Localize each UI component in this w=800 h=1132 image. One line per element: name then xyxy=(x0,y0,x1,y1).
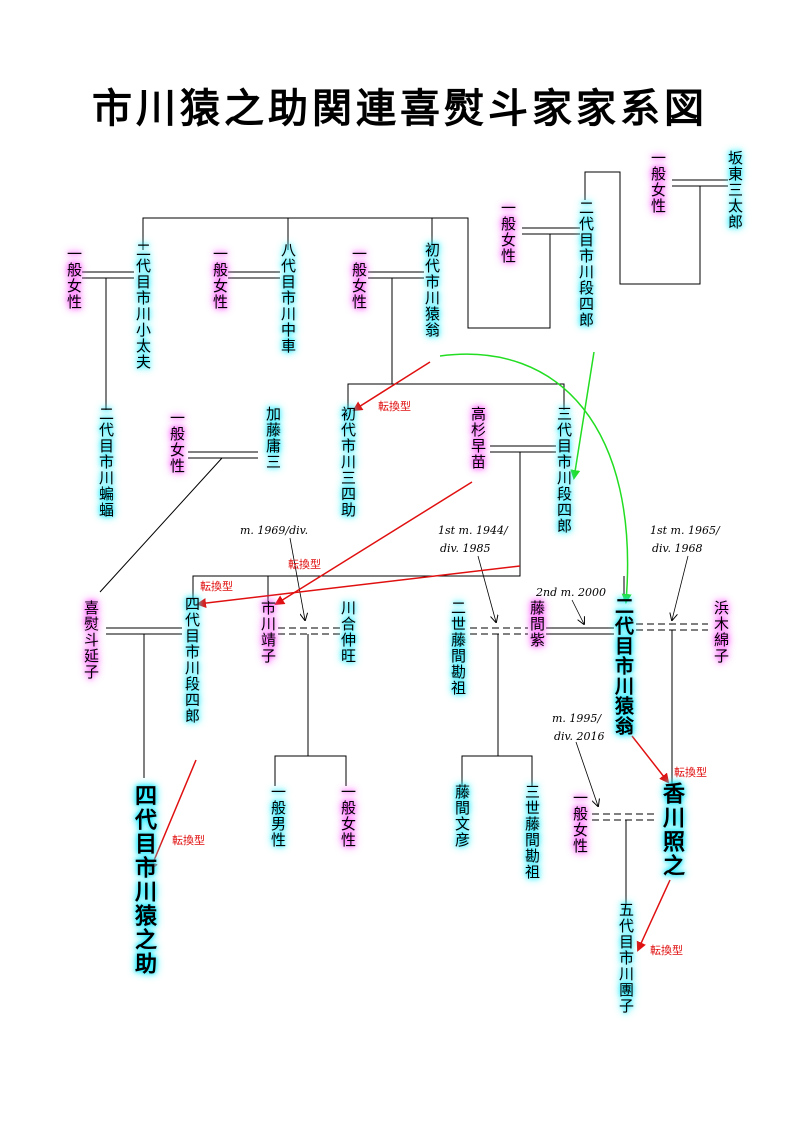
person-ippan-dansei: 一般男性 xyxy=(269,784,287,848)
conversion-label: 転換型 xyxy=(378,400,411,413)
marriage-note-1969: m. 1969/div. xyxy=(240,524,309,537)
person-ippan-josei-2: 一般女性 xyxy=(499,200,517,264)
person-takasugi-sanae: 高杉早苗 xyxy=(469,406,487,470)
conversion-label: 転換型 xyxy=(172,834,205,847)
divorce-note-2016: div. 2016 xyxy=(554,730,605,743)
person-hamaki-watako: 浜木綿子 xyxy=(712,600,730,664)
person-kinoshi-nobuko: 喜熨斗延子 xyxy=(82,600,100,680)
conversion-label: 転換型 xyxy=(650,944,683,957)
marriage-note-1995: m. 1995/ xyxy=(552,712,602,725)
person-ippan-josei-7: 一般女性 xyxy=(168,410,186,474)
conversion-label: 転換型 xyxy=(674,766,707,779)
conversion-label: 転換型 xyxy=(200,580,233,593)
marriage-note-2000: 2nd m. 2000 xyxy=(536,586,607,599)
person-ippan-josei-5: 一般女性 xyxy=(350,246,368,310)
person-kagawa-teruyuki: 香川照之 xyxy=(659,782,684,878)
person-ennou-1: 初代市川猿翁 xyxy=(423,242,441,338)
person-ichikawa-yasuko: 市川靖子 xyxy=(259,600,277,664)
person-danshiro-3: 三代目市川段四郎 xyxy=(555,406,573,534)
person-ennou-2: 二代目市川猿翁 xyxy=(612,596,634,736)
marriage-note-1944: 1st m. 1944/ xyxy=(438,524,508,537)
conversion-label: 転換型 xyxy=(288,558,321,571)
person-henpuku-2: 二代目市川蝙蝠 xyxy=(97,406,115,518)
person-fujima-kanso-2: 二世藤間勘祖 xyxy=(449,600,467,696)
person-bando-santaro: 坂東三太郎 xyxy=(726,150,744,230)
page-title: 市川猿之助関連喜熨斗家家系図 xyxy=(92,85,708,132)
divorce-note-1985: div. 1985 xyxy=(440,542,491,555)
person-ippan-josei-8: 一般女性 xyxy=(339,784,357,848)
person-ennosuke-4: 四代目市川猿之助 xyxy=(131,784,156,976)
divorce-note-1968: div. 1968 xyxy=(652,542,703,555)
person-ippan-josei-1: 一般女性 xyxy=(649,150,667,214)
person-danshiro-2: 二代目市川段四郎 xyxy=(577,200,595,328)
person-danshiro-4: 四代目市川段四郎 xyxy=(183,596,201,724)
person-fujima-fumihiko: 藤間文彦 xyxy=(453,784,471,848)
person-sanshiro-1: 初代市川三四助 xyxy=(339,406,357,518)
person-kato-yozo: 加藤庸三 xyxy=(264,406,282,470)
person-danko-5: 五代目市川團子 xyxy=(617,902,635,1014)
person-ippan-josei-9: 一般女性 xyxy=(571,790,589,854)
marriage-note-1965: 1st m. 1965/ xyxy=(650,524,720,537)
person-kotayu-2: 二代目市川小太夫 xyxy=(134,242,152,370)
person-fujima-kanso-3: 三世藤間勘祖 xyxy=(523,784,541,880)
person-ippan-josei-3: 一般女性 xyxy=(65,246,83,310)
person-chusha-8: 八代目市川中車 xyxy=(279,242,297,354)
person-ippan-josei-4: 一般女性 xyxy=(211,246,229,310)
person-fujima-murasaki: 藤間紫 xyxy=(528,600,546,648)
person-kawai-nobuaki: 川合伸旺 xyxy=(339,600,357,664)
